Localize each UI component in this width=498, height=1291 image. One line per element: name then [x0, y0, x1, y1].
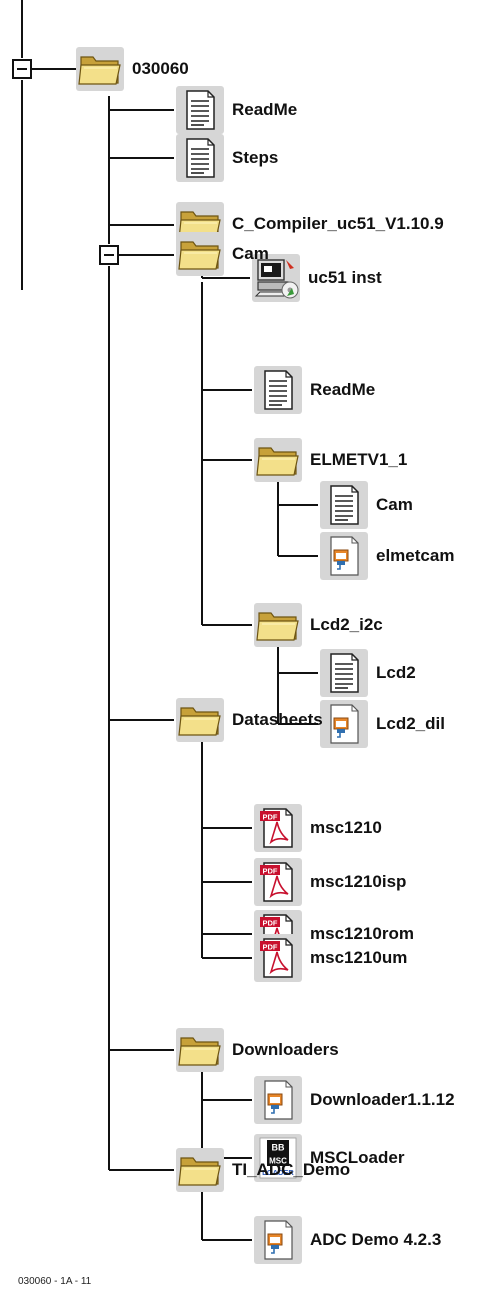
tree-node-label: Lcd2 — [376, 663, 416, 682]
tree-node-label: msc1210 — [310, 818, 382, 837]
tree-node-20-ti-adc-demo[interactable]: TI_ADC_Demo — [174, 1144, 350, 1196]
tree-node-17-downloaders[interactable]: Downloaders — [174, 1024, 339, 1076]
tree-node-label: MSCLoader — [310, 1148, 405, 1167]
tree-node-label: Downloaders — [232, 1040, 339, 1059]
tree-node-0-readme[interactable]: ReadMe — [174, 84, 297, 136]
text-document-icon — [318, 479, 370, 531]
application-icon — [318, 698, 370, 750]
pdf-icon: PDF — [252, 802, 304, 854]
text-document-icon — [174, 84, 226, 136]
pdf-icon: PDF — [252, 932, 304, 984]
tree-node-label: msc1210um — [310, 948, 408, 967]
installer-icon — [250, 252, 302, 304]
tree-node-4-cam[interactable]: Cam — [174, 228, 269, 280]
svg-text:PDF: PDF — [263, 919, 278, 928]
folder-icon — [252, 599, 304, 651]
tree-node-label: C_Compiler_uc51_V1.10.9 — [232, 214, 444, 233]
tree-node-label: Lcd2_dil — [376, 714, 445, 733]
svg-text:BB: BB — [272, 1143, 285, 1153]
tree-node-8-elmetcam[interactable]: elmetcam — [318, 530, 454, 582]
svg-text:PDF: PDF — [263, 813, 278, 822]
tree-node-label: Cam — [232, 244, 269, 263]
application-icon — [318, 530, 370, 582]
tree-node-label: TI_ADC_Demo — [232, 1160, 351, 1179]
tree-node-13-msc1210[interactable]: PDF msc1210 — [252, 802, 382, 854]
figure-code: 030060 - 1A - 11 — [18, 1276, 92, 1287]
collapse-toggle-cam[interactable] — [99, 245, 119, 265]
msc-loader-icon: BB MSC LOADER — [252, 1132, 304, 1184]
folder-icon — [174, 1144, 226, 1196]
application-icon — [252, 1214, 304, 1266]
svg-text:PDF: PDF — [263, 867, 278, 876]
tree-node-21-adc-demo-4-2-3[interactable]: ADC Demo 4.2.3 — [252, 1214, 441, 1266]
tree-node-label: msc1210rom — [310, 924, 414, 943]
tree-node-label: ReadMe — [232, 100, 298, 119]
tree-node-10-lcd2[interactable]: Lcd2 — [318, 647, 416, 699]
tree-node-label: Cam — [376, 495, 413, 514]
tree-node-16-msc1210um[interactable]: PDF msc1210um — [252, 932, 407, 984]
svg-text:PDF: PDF — [263, 943, 278, 952]
tree-node-1-steps[interactable]: Steps — [174, 132, 278, 184]
tree-node-14-msc1210isp[interactable]: PDF msc1210isp — [252, 856, 406, 908]
folder-icon — [74, 43, 126, 95]
svg-text:MSC: MSC — [269, 1157, 287, 1166]
tree-node-label: 030060 — [132, 59, 189, 78]
tree-node-label: ADC Demo 4.2.3 — [310, 1230, 442, 1249]
svg-text:LOADER: LOADER — [262, 1168, 294, 1177]
folder-icon — [174, 1024, 226, 1076]
tree-node-label: elmetcam — [376, 546, 455, 565]
tree-node-19-mscloader[interactable]: BB MSC LOADER MSCLoader — [252, 1132, 404, 1184]
tree-node-label: Downloader1.1.12 — [310, 1090, 455, 1109]
tree-node-label: Lcd2_i2c — [310, 615, 383, 634]
tree-node-5-readme[interactable]: ReadMe — [252, 364, 375, 416]
tree-node-11-lcd2-dil[interactable]: Lcd2_dil — [318, 698, 445, 750]
tree-node-label: ReadMe — [310, 380, 376, 399]
text-document-icon — [174, 132, 226, 184]
tree-node-12-datasheets[interactable]: Datasheets — [174, 694, 323, 746]
tree-node-label: Datasheets — [232, 710, 323, 729]
tree-node-9-lcd2-i2c[interactable]: Lcd2_i2c — [252, 599, 383, 651]
application-icon — [252, 1074, 304, 1126]
folder-icon — [174, 694, 226, 746]
tree-node-label: uc51 inst — [308, 268, 382, 287]
pdf-icon: PDF — [252, 856, 304, 908]
folder-icon — [252, 434, 304, 486]
tree-node-6-elmetv1-1[interactable]: ELMETV1_1 — [252, 434, 407, 486]
collapse-toggle-root[interactable] — [12, 59, 32, 79]
tree-node-7-cam[interactable]: Cam — [318, 479, 413, 531]
text-document-icon — [318, 647, 370, 699]
tree-node-label: Steps — [232, 148, 279, 167]
tree-node-root-030060[interactable]: 030060 — [74, 43, 189, 95]
tree-node-18-downloader1-1-12[interactable]: Downloader1.1.12 — [252, 1074, 455, 1126]
tree-node-3-uc51-inst[interactable]: uc51 inst — [250, 252, 382, 304]
folder-icon — [174, 228, 226, 280]
tree-node-label: msc1210isp — [310, 872, 407, 891]
tree-node-label: ELMETV1_1 — [310, 450, 408, 469]
text-document-icon — [252, 364, 304, 416]
